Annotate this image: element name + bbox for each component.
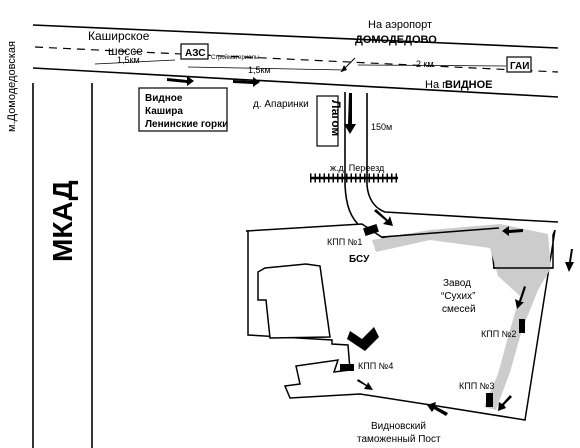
- kpp3-label: КПП №3: [459, 381, 494, 391]
- dist-left: 1,5км: [117, 55, 140, 65]
- arrow-east-2: [233, 77, 260, 87]
- direction-chevron: [347, 327, 379, 351]
- arrow-sw-1: [515, 286, 526, 309]
- lagom-label: Лагом: [329, 100, 343, 136]
- route-arrows: [167, 57, 574, 416]
- labels: м.Домодедовская МКАД Каширское шоссе На …: [6, 19, 532, 445]
- lagom-sign: [316, 95, 339, 147]
- zavod-line1: Завод: [443, 278, 471, 289]
- direction-sign-line1: Видное: [145, 93, 183, 104]
- rail-label: ж.д. Переезд: [330, 163, 385, 173]
- zavod-line2: “Сухих”: [441, 291, 475, 302]
- direction-sign-line2: Кашира: [145, 106, 183, 117]
- mkad-road: [32, 83, 93, 448]
- airport-label-line2: ДОМОДЕДОВО: [355, 34, 437, 46]
- zavod-line3: смесей: [442, 304, 476, 315]
- internal-road: [372, 224, 551, 410]
- arrow-east-1: [167, 76, 194, 86]
- mkad-label: МКАД: [47, 180, 78, 262]
- kpp1-label: КПП №1: [327, 237, 362, 247]
- kpp2-label: КПП №2: [481, 329, 516, 339]
- highway: [32, 24, 559, 98]
- metro-label: м.Домодедовская: [6, 41, 18, 132]
- arrow-sw-2: [498, 395, 512, 411]
- stroymaterialy-label: Стройматериалы: [211, 54, 259, 61]
- arrow-down-2: [565, 249, 574, 272]
- gai-label: ГАИ: [510, 61, 529, 72]
- azs-label: АЗС: [185, 48, 205, 59]
- kashirskoe-label: Каширское: [88, 29, 150, 43]
- plant-territory: [245, 223, 556, 421]
- vidnoe-prefix: На г.: [425, 79, 448, 91]
- airport-label-line1: На аэропорт: [368, 19, 432, 31]
- shosse-label: шоссе: [108, 44, 143, 58]
- access-road: [310, 92, 559, 229]
- arrow-nw-1: [427, 402, 448, 416]
- dist-right: 2 км: [416, 59, 434, 69]
- customs-line1: Видновский: [371, 421, 426, 432]
- arrow-sw-3: [357, 379, 373, 390]
- arrow-se-1: [374, 209, 393, 226]
- arrow-down-1: [344, 93, 356, 134]
- aparinki-label: д. Апаринки: [253, 99, 309, 110]
- kpp4-label: КПП №4: [358, 361, 393, 371]
- bsu-label: БСУ: [349, 254, 370, 265]
- customs-line2: таможенный Пост: [357, 434, 441, 445]
- dist-mid: 1,5км: [248, 65, 271, 75]
- dist-150: 150м: [371, 122, 392, 132]
- gai-box: [506, 56, 532, 73]
- arrow-west-1: [502, 226, 523, 236]
- direction-sign: [138, 87, 228, 132]
- gates: [340, 224, 525, 407]
- direction-sign-line3: Ленинские горки: [145, 119, 228, 130]
- vidnoe-name: ВИДНОЕ: [445, 79, 493, 91]
- azs-box: [180, 43, 209, 60]
